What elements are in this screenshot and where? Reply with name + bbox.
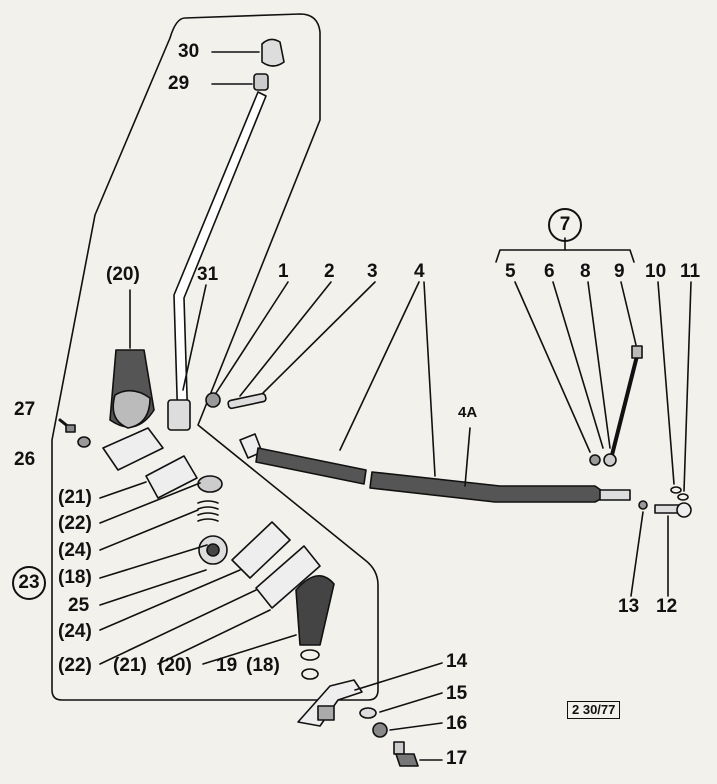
washer-13 [638, 500, 648, 510]
label-14: 14 [446, 651, 468, 672]
spring-24 [197, 500, 219, 522]
bracket-14 [297, 679, 363, 727]
link-rod-9 [603, 345, 643, 467]
label-12: 12 [656, 596, 678, 617]
clip-11 [677, 493, 689, 501]
label-10: 10 [645, 261, 667, 282]
label-22-upper: (22) [58, 513, 92, 534]
label-19: 19 [216, 655, 238, 676]
ball-socket-25 [198, 535, 228, 565]
label-5: 5 [505, 261, 516, 282]
washer-15 [359, 707, 377, 719]
bolt-27 [58, 418, 76, 433]
knob-collar [211, 73, 269, 91]
bushing-1 [205, 392, 221, 408]
label-27: 27 [14, 399, 36, 420]
label-18-lower: (18) [246, 655, 280, 676]
label-11: 11 [680, 261, 701, 282]
boot-lower [295, 575, 335, 646]
label-18-upper: (18) [58, 567, 92, 588]
washer-26 [77, 436, 91, 448]
ring-19 [300, 649, 320, 661]
gear-knob [211, 38, 285, 67]
label-21-lower: (21) [113, 655, 147, 676]
bolt-17 [393, 741, 419, 767]
gear-lever [167, 91, 267, 431]
shift-rod-4 [239, 433, 631, 503]
ring-18 [301, 668, 319, 680]
rod-end-12 [654, 502, 692, 518]
label-1: 1 [278, 261, 289, 282]
label-4: 4 [414, 261, 425, 282]
label-21-upper: (21) [58, 487, 92, 508]
label-4a: 4A [458, 404, 478, 421]
label-7-circled: 7 [548, 208, 582, 242]
assembly-outline [51, 13, 379, 701]
plate-21-upper [102, 427, 164, 471]
clip-10 [670, 486, 682, 494]
seal-22-upper [145, 455, 198, 499]
plate-21-lower [255, 545, 321, 609]
label-3: 3 [367, 261, 378, 282]
label-13: 13 [618, 596, 640, 617]
plate-22-lower [231, 521, 291, 579]
pin-3 [227, 392, 267, 410]
label-9: 9 [614, 261, 625, 282]
label-23-circled: 23 [12, 566, 46, 600]
label-2: 2 [324, 261, 335, 282]
label-8: 8 [580, 261, 591, 282]
nut-16 [372, 722, 388, 738]
label-31: 31 [197, 264, 219, 285]
label-26: 26 [14, 449, 36, 470]
label-20-lower: (20) [158, 655, 192, 676]
label-22-lower: (22) [58, 655, 92, 676]
nut-5 [589, 454, 601, 466]
label-17: 17 [446, 748, 468, 769]
boot-upper [109, 289, 155, 429]
label-29: 29 [168, 73, 190, 94]
label-24-upper: (24) [58, 540, 92, 561]
label-30: 30 [178, 41, 200, 62]
label-24-lower: (24) [58, 621, 92, 642]
figure-reference: 2 30/77 [567, 701, 621, 720]
label-25: 25 [68, 595, 90, 616]
label-6: 6 [544, 261, 555, 282]
label-15: 15 [446, 683, 468, 704]
label-20-upper: (20) [106, 264, 140, 285]
cup-22 [197, 475, 223, 493]
label-16: 16 [446, 713, 468, 734]
